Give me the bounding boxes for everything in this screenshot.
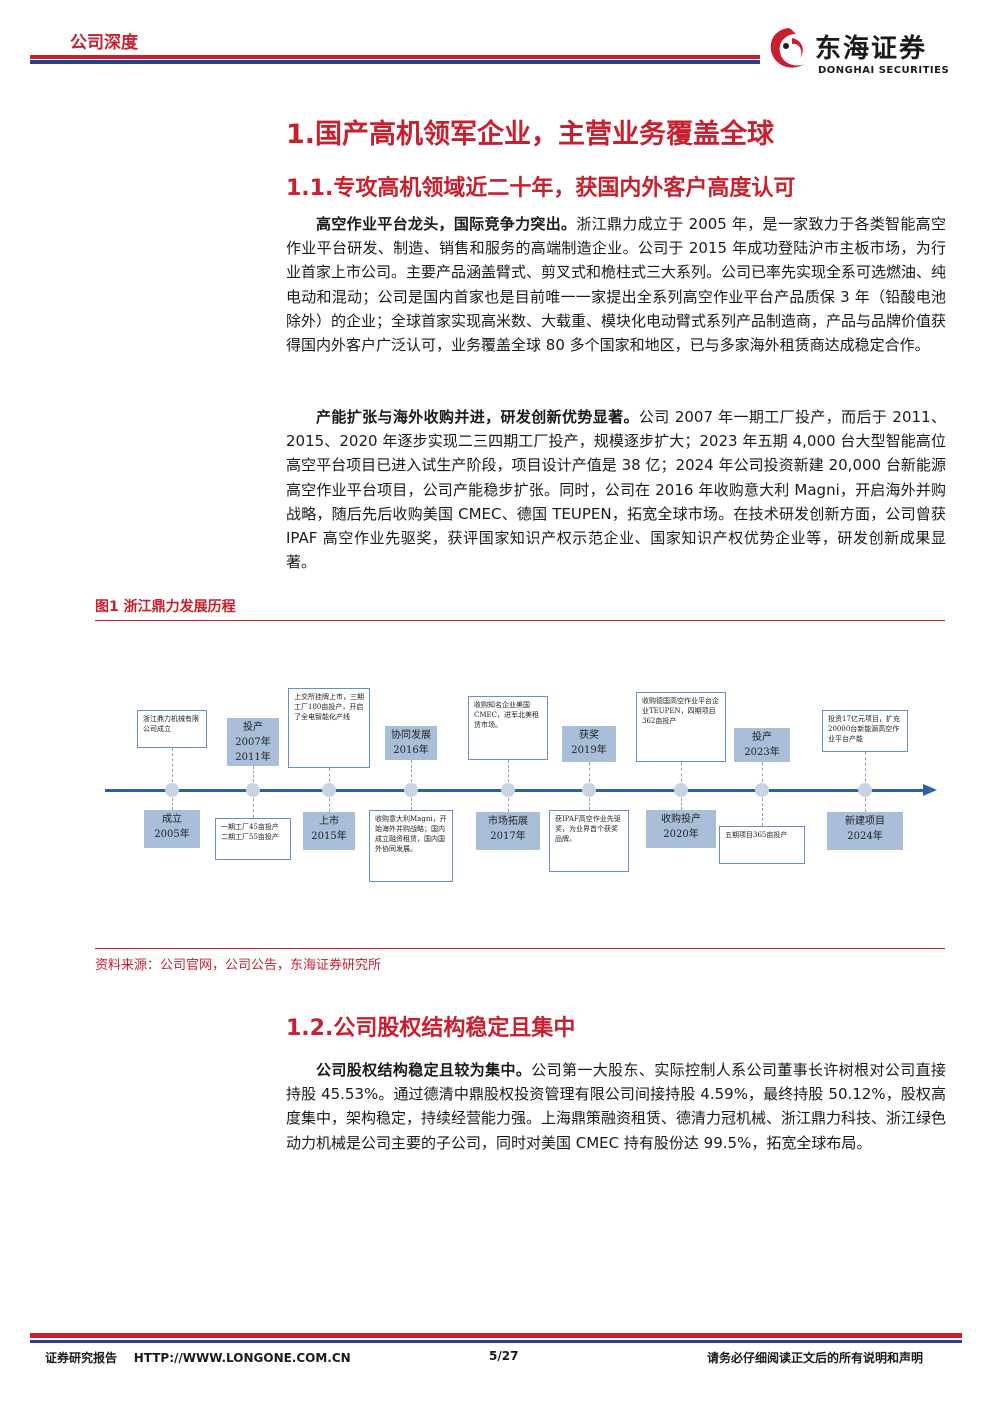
timeline-connector	[508, 760, 509, 782]
figure-rule-bottom	[95, 948, 945, 949]
timeline-event-box: 收购意大利Magni，开始海外并购战略；国内成立融资租赁，国内国外协同发展。	[369, 810, 453, 882]
timeline-dot	[246, 783, 260, 797]
timeline-label: 新建项目 2024年	[827, 812, 903, 850]
header-rule-red	[30, 55, 760, 59]
timeline-label: 市场拓展 2017年	[476, 812, 540, 850]
timeline-dot	[165, 783, 179, 797]
footer-page: 5/27	[489, 1349, 519, 1363]
timeline-connector	[865, 798, 866, 812]
paragraph-2-body: 公司 2007 年一期工厂投产，而后于 2011、2015、2020 年逐步实现…	[286, 408, 946, 572]
timeline-connector	[865, 752, 866, 782]
timeline-connector	[253, 766, 254, 782]
paragraph-2: 产能扩张与海外收购并进，研发创新优势显著。公司 2007 年一期工厂投产，而后于…	[286, 405, 946, 574]
paragraph-1-lead: 高空作业平台龙头，国际竞争力突出。	[316, 215, 577, 233]
paragraph-3-lead: 公司股权结构稳定且较为集中。	[316, 1061, 532, 1079]
timeline-figure: 浙江鼎力机械有限公司成立投产 2007年 2011年上交所挂牌上市，三期工厂18…	[95, 622, 945, 947]
paragraph-3: 公司股权结构稳定且较为集中。公司第一大股东、实际控制人系公司董事长许树根对公司直…	[286, 1058, 946, 1155]
timeline-label: 投产 2023年	[734, 728, 790, 762]
timeline-connector	[411, 760, 412, 782]
timeline-event-box: 获IPAF高空作业先驱奖，为业界首个获奖品牌。	[549, 810, 629, 872]
subsection-title-2: 1.2.公司股权结构稳定且集中	[286, 1016, 576, 1041]
timeline-connector	[172, 798, 173, 810]
footer-rule-red	[30, 1333, 962, 1338]
section-title: 1.国产高机领军企业，主营业务覆盖全球	[286, 119, 775, 150]
figure-caption: 图1 浙江鼎力发展历程	[95, 599, 236, 615]
timeline-connector	[411, 798, 412, 810]
timeline-connector	[762, 762, 763, 782]
timeline-dot	[858, 783, 872, 797]
timeline-dot	[674, 783, 688, 797]
timeline-connector	[762, 798, 763, 826]
timeline-label: 上市 2015年	[303, 812, 355, 850]
timeline-label: 收购投产 2020年	[646, 810, 716, 848]
footer-right: 请务必仔细阅读正文后的所有说明和声明	[707, 1351, 924, 1365]
paragraph-1-body: 浙江鼎力成立于 2005 年，是一家致力于各类智能高空作业平台研发、制造、销售和…	[286, 215, 947, 355]
logo-text-en: DONGHAI SECURITIES	[818, 65, 950, 76]
timeline-event-box: 浙江鼎力机械有限公司成立	[137, 710, 207, 748]
timeline-event-box: 上交所挂牌上市，三期工厂180亩投产，开启了全电智能化产线	[288, 688, 370, 768]
timeline-event-box: 一期工厂45亩投产 二期工厂55亩投产	[215, 818, 291, 860]
timeline-dot	[322, 783, 336, 797]
timeline-connector	[589, 798, 590, 810]
timeline-event-box: 投资17亿元项目，扩充20000台新能源高空作业平台产能	[822, 710, 908, 752]
timeline-label: 获奖 2019年	[562, 726, 616, 762]
paragraph-1: 高空作业平台龙头，国际竞争力突出。浙江鼎力成立于 2005 年，是一家致力于各类…	[286, 212, 946, 357]
paragraph-3-body: 公司第一大股东、实际控制人系公司董事长许树根对公司直接持股 45.53%。通过德…	[286, 1061, 947, 1152]
timeline-connector	[329, 768, 330, 782]
timeline-event-box: 收购德国高空作业平台企业TEUPEN，四期项目362亩投产	[636, 692, 726, 762]
timeline-label: 协同发展 2016年	[385, 726, 437, 760]
timeline-connector	[172, 748, 173, 782]
timeline-label: 投产 2007年 2011年	[227, 718, 279, 766]
timeline-dot	[501, 783, 515, 797]
timeline-connector	[253, 798, 254, 818]
timeline-event-box: 五期项目365亩投产	[719, 826, 805, 864]
header-tag: 公司深度	[70, 33, 138, 53]
timeline-dot	[582, 783, 596, 797]
timeline-dot	[755, 783, 769, 797]
footer-rule-blue	[30, 1340, 962, 1343]
timeline-connector	[681, 798, 682, 810]
figure-rule-top	[95, 620, 945, 621]
subsection-title: 1.1.专攻高机领域近二十年，获国内外客户高度认可	[286, 176, 796, 201]
timeline-axis	[105, 789, 925, 792]
timeline-event-box: 收购知名企业美国CMEC，进军北美租赁市场。	[468, 696, 548, 760]
timeline-connector	[508, 798, 509, 812]
dragon-logo-icon	[770, 28, 804, 68]
paragraph-2-lead: 产能扩张与海外收购并进，研发创新优势显著。	[316, 408, 639, 426]
header-rule-blue	[30, 60, 760, 64]
timeline-arrow-icon	[923, 784, 937, 796]
timeline-connector	[329, 798, 330, 812]
timeline-label: 成立 2005年	[144, 810, 200, 848]
figure-source: 资料来源：公司官网，公司公告，东海证券研究所	[95, 958, 382, 973]
timeline-dot	[404, 783, 418, 797]
footer-left: 证券研究报告 HTTP://WWW.LONGONE.COM.CN	[45, 1351, 351, 1365]
logo-text-cn: 东海证券	[815, 34, 928, 64]
timeline-connector	[681, 762, 682, 782]
timeline-connector	[589, 762, 590, 782]
